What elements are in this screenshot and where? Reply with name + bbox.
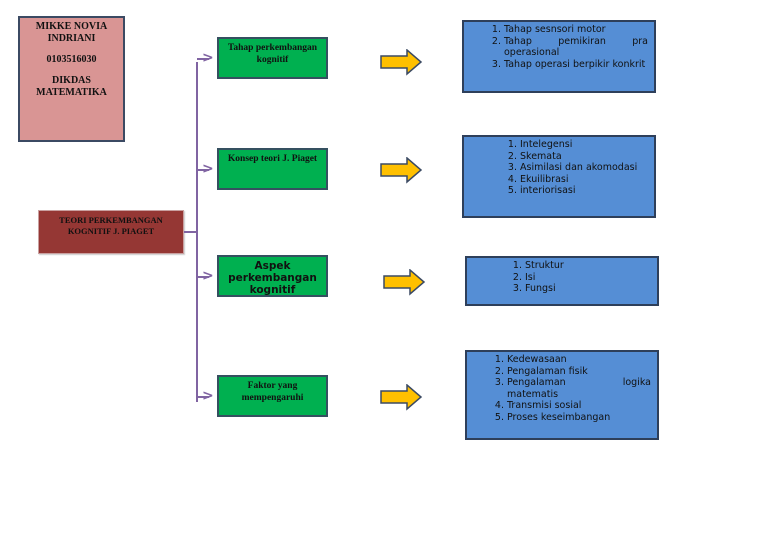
branch-connector-line — [196, 62, 198, 402]
list-item: Pengalaman fisik — [507, 366, 651, 378]
branch-node: Konsep teori J. Piaget — [217, 148, 328, 190]
chevron-right-icon: > — [202, 268, 214, 284]
arrow-right-icon — [380, 49, 423, 76]
arrow-right-icon — [380, 157, 423, 184]
list-item: Intelegensi — [520, 139, 648, 151]
list-item: Asimilasi dan akomodasi — [520, 162, 648, 174]
author-id: 0103516030 — [46, 54, 97, 65]
root-connector — [184, 231, 197, 233]
detail-box: KedewasaanPengalaman fisikPengalaman log… — [465, 350, 659, 440]
arrow-right-icon — [383, 269, 426, 296]
branch-connector — [197, 276, 209, 278]
author-name: MIKKE NOVIA INDRIANI — [35, 21, 108, 44]
root-node: TEORI PERKEMBANGAN KOGNITIF J. PIAGET — [38, 210, 184, 254]
chevron-right-icon: > — [202, 161, 214, 177]
branch-connector — [197, 58, 209, 60]
list-item: Proses keseimbangan — [507, 412, 651, 424]
branch-connector — [197, 169, 209, 171]
list-item: Transmisi sosial — [507, 400, 651, 412]
detail-box: IntelegensiSkemataAsimilasi dan akomodas… — [462, 135, 656, 218]
list-item: Fungsi — [525, 283, 651, 295]
list-item: Skemata — [520, 151, 648, 163]
arrow-right-icon — [380, 384, 423, 411]
list-item: Pengalaman logika matematis — [507, 377, 651, 400]
detail-box: StrukturIsiFungsi — [465, 256, 659, 306]
list-item: interiorisasi — [520, 185, 648, 197]
branch-node: Aspek perkembangan kognitif — [217, 255, 328, 297]
list-item: Tahap operasi berpikir konkrit — [504, 59, 648, 71]
list-item: Kedewasaan — [507, 354, 651, 366]
list-item: Struktur — [525, 260, 651, 272]
branch-node: Tahap perkembangan kognitif — [217, 37, 328, 79]
list-item: Tahap sesnsori motor — [504, 24, 648, 36]
list-item: Tahap pemikiran pra operasional — [504, 36, 648, 59]
chevron-right-icon: > — [202, 50, 214, 66]
author-program: DIKDAS MATEMATIKA — [36, 75, 107, 98]
list-item: Isi — [525, 272, 651, 284]
author-box: MIKKE NOVIA INDRIANI 0103516030 DIKDAS M… — [18, 16, 125, 142]
branch-node: Faktor yang mempengaruhi — [217, 375, 328, 417]
branch-connector — [197, 396, 209, 398]
list-item: Ekuilibrasi — [520, 174, 648, 186]
detail-box: Tahap sesnsori motorTahap pemikiran pra … — [462, 20, 656, 93]
chevron-right-icon: > — [202, 388, 214, 404]
